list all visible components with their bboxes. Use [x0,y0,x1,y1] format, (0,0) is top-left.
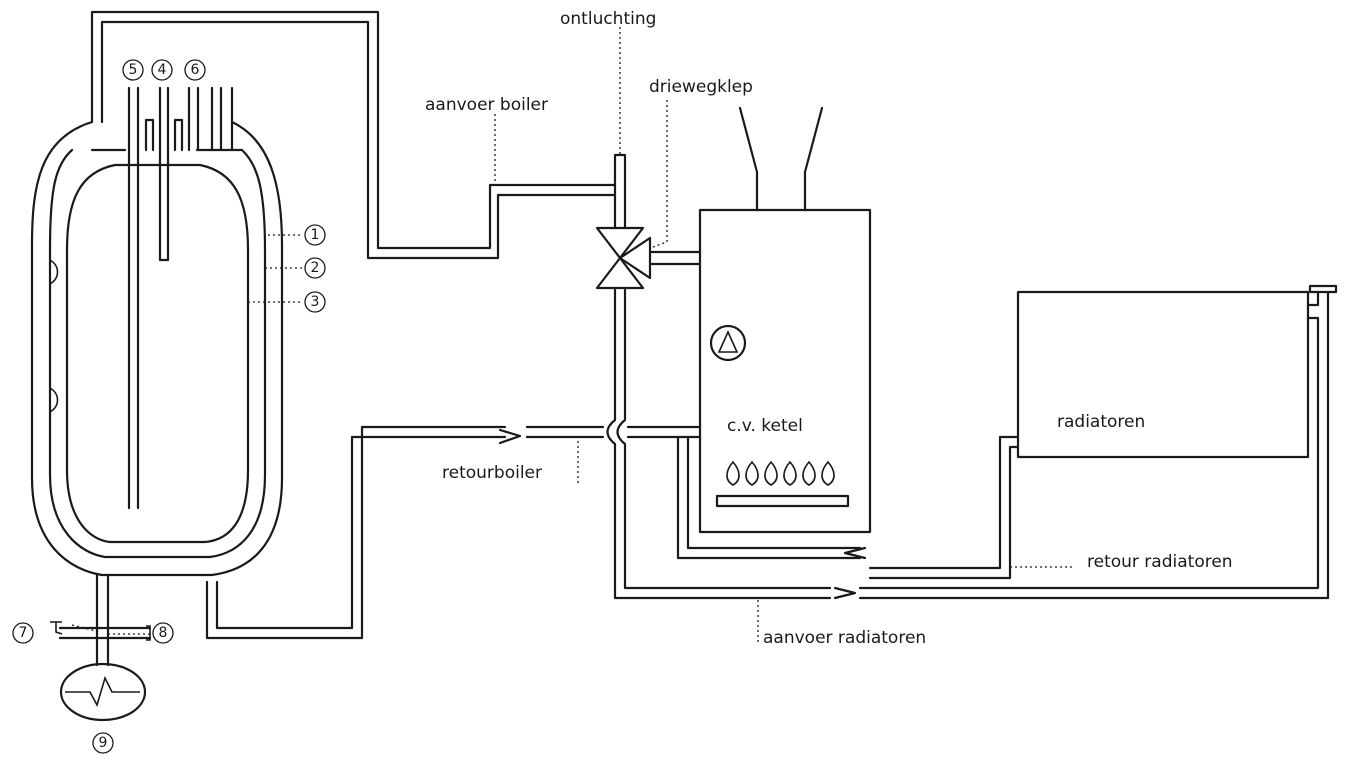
label-ontluchting: ontluchting [560,9,656,29]
leader-lines [71,27,1075,645]
marker-8: 8 [152,622,174,644]
label-retour-radiatoren: retour radiatoren [1087,552,1233,572]
radiator [1016,290,1310,459]
number-markers: 5 4 6 1 2 3 7 8 9 [12,59,326,754]
retourboiler-pipe [205,425,702,640]
riser-pipe [606,153,832,600]
svg-text:6: 6 [191,62,200,78]
marker-7: 7 [12,622,34,644]
valve-handle-8 [146,625,151,641]
label-aanvoer-radiatoren: aanvoer radiatoren [763,628,926,648]
boiler-vessel [30,86,284,667]
marker-9: 9 [92,732,114,754]
aanvoer-radiatoren-pipe [833,284,1338,600]
marker-1: 1 [304,224,326,246]
label-radiatoren: radiatoren [1057,412,1145,432]
cv-ketel [698,106,872,534]
three-way-valve [595,226,702,290]
label-retourboiler: retourboiler [442,463,542,483]
svg-text:4: 4 [158,62,167,78]
label-aanvoer-boiler: aanvoer boiler [425,95,548,115]
svg-text:5: 5 [129,62,138,78]
marker-3: 3 [304,291,326,313]
svg-text:9: 9 [99,735,108,751]
text-labels: ontluchting driewegklep aanvoer boiler c… [425,9,1233,648]
marker-5: 5 [122,59,144,81]
valve-handle-7 [50,621,63,635]
burner-flames [726,460,835,486]
marker-4: 4 [151,59,173,81]
expansion-vessel [59,662,147,722]
marker-2: 2 [304,257,326,279]
label-cv-ketel: c.v. ketel [727,416,803,436]
svg-text:2: 2 [311,260,320,276]
label-driewegklep: driewegklep [649,77,753,97]
svg-text:7: 7 [19,625,28,641]
aanvoer-boiler-pipe [90,10,617,260]
svg-text:3: 3 [311,294,320,310]
marker-6: 6 [184,59,206,81]
svg-text:8: 8 [159,625,168,641]
svg-text:1: 1 [311,227,320,243]
retour-radiatoren-pipe [676,435,1020,580]
